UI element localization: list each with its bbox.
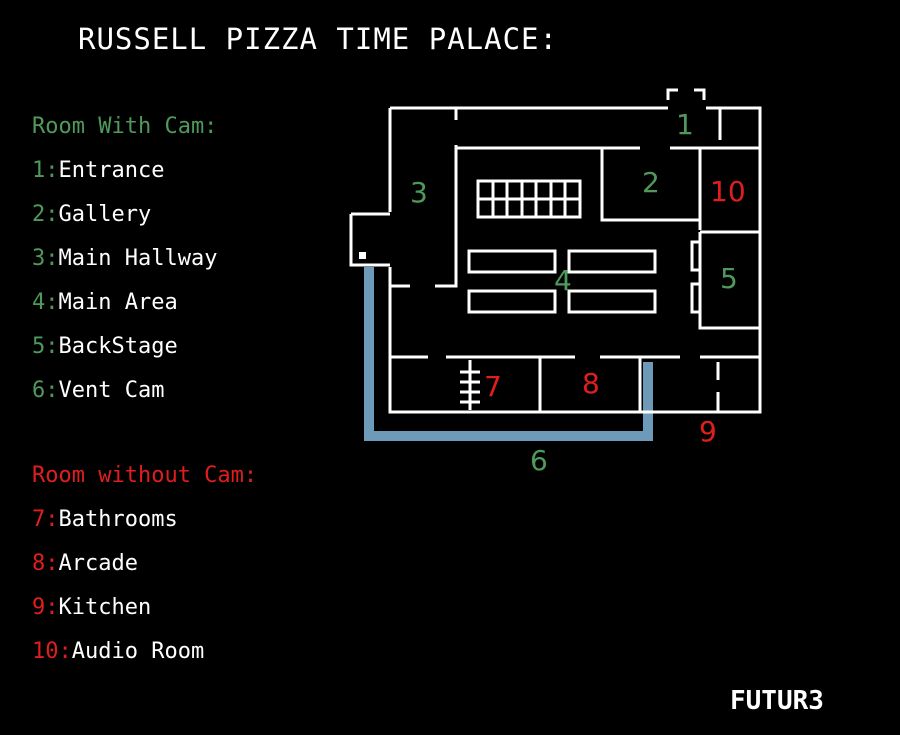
legend-name: Vent Cam <box>58 378 165 403</box>
legend-name: Entrance <box>58 158 165 183</box>
legend-without-cam: Room without Cam: 7:Bathrooms 8:Arcade 9… <box>32 463 257 683</box>
legend-name: Bathrooms <box>58 507 178 532</box>
security-office-marker <box>359 252 366 259</box>
legend-number: 7: <box>32 507 59 532</box>
map-label-gallery[interactable]: 2 <box>642 166 660 199</box>
table <box>467 289 557 314</box>
legend-number: 10: <box>32 639 72 664</box>
building-walls <box>349 88 762 414</box>
table <box>467 249 557 274</box>
legend-with-cam: Room With Cam: 1:Entrance 2:Gallery 3:Ma… <box>32 114 217 422</box>
legend-number: 5: <box>32 334 59 359</box>
legend-number: 2: <box>32 202 59 227</box>
legend-heading-with-cam: Room With Cam: <box>32 114 218 139</box>
bathroom-ladder <box>460 360 480 410</box>
table <box>567 249 657 274</box>
map-label-backstage[interactable]: 5 <box>720 262 738 295</box>
map-label-arcade: 8 <box>582 367 600 400</box>
legend-heading-without-cam: Room without Cam: <box>32 463 258 488</box>
legend-item-vent-cam[interactable]: 6:Vent Cam <box>32 378 217 422</box>
legend-number: 1: <box>32 158 59 183</box>
legend-name: BackStage <box>58 334 178 359</box>
legend-item-audio-room: 10:Audio Room <box>32 639 257 683</box>
entrance-door <box>666 88 706 100</box>
hallway-wall-top <box>435 108 458 288</box>
map-label-kitchen: 9 <box>699 415 717 448</box>
legend-number: 8: <box>32 551 59 576</box>
outer-wall <box>388 106 762 414</box>
brand-logo: FUTUR3 <box>730 686 824 716</box>
legend-item-backstage[interactable]: 5:BackStage <box>32 334 217 378</box>
map-label-main-area[interactable]: 4 <box>554 264 572 297</box>
legend-name: Arcade <box>58 551 138 576</box>
legend-item-gallery[interactable]: 2:Gallery <box>32 202 217 246</box>
entrance-inner-wall <box>698 108 722 230</box>
legend-number: 4: <box>32 290 59 315</box>
map-label-audio-room: 10 <box>710 175 746 208</box>
legend-name: Audio Room <box>71 639 205 664</box>
map-label-bathrooms: 7 <box>484 370 502 403</box>
table <box>567 289 657 314</box>
legend-item-main-area[interactable]: 4:Main Area <box>32 290 217 334</box>
legend-item-kitchen: 9:Kitchen <box>32 595 257 639</box>
legend-number: 6: <box>32 378 59 403</box>
legend-name: Main Hallway <box>58 246 218 271</box>
legend-name: Kitchen <box>58 595 152 620</box>
legend-item-arcade: 8:Arcade <box>32 551 257 595</box>
security-office <box>349 212 390 267</box>
legend-item-entrance[interactable]: 1:Entrance <box>32 158 217 202</box>
audio-backstage-wall <box>698 230 760 330</box>
legend-item-main-hallway[interactable]: 3:Main Hallway <box>32 246 217 290</box>
map-label-main-hallway[interactable]: 3 <box>410 176 428 209</box>
stage-grid-lines <box>478 181 580 217</box>
page-title: RUSSELL PIZZA TIME PALACE: <box>78 22 558 56</box>
floor-plan-map: 1 2 3 4 5 6 7 8 9 10 <box>349 88 762 477</box>
vent-duct[interactable] <box>364 267 653 441</box>
gallery-wall <box>600 148 700 222</box>
map-label-entrance[interactable]: 1 <box>676 108 694 141</box>
legend-name: Gallery <box>58 202 152 227</box>
backstage-steps <box>690 240 700 314</box>
map-label-vent[interactable]: 6 <box>530 444 548 477</box>
legend-number: 3: <box>32 246 59 271</box>
legend-number: 9: <box>32 595 59 620</box>
legend-item-bathrooms: 7:Bathrooms <box>32 507 257 551</box>
legend-name: Main Area <box>58 290 178 315</box>
